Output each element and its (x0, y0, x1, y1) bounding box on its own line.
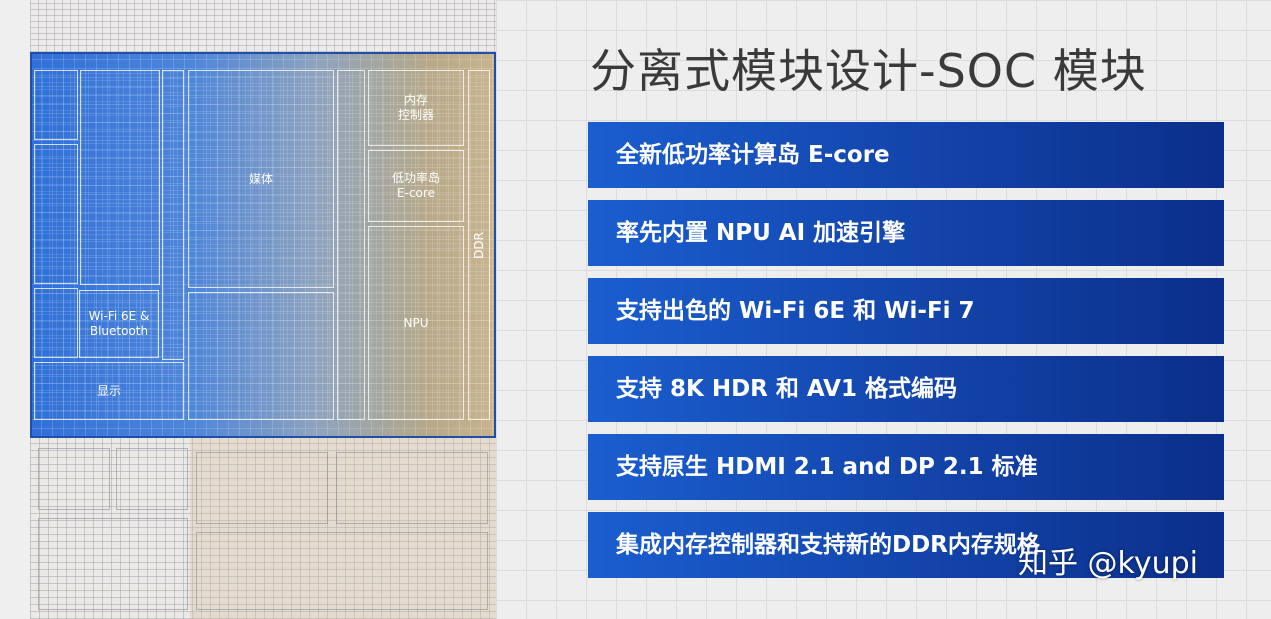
die-block (162, 70, 184, 360)
wifi-label: Wi-Fi 6E & (88, 309, 150, 323)
die-bottom-region (30, 438, 496, 619)
npu-label: NPU (403, 315, 429, 330)
memory-controller-label-1: 内存 (403, 93, 428, 107)
wifi-bluetooth-block: Wi-Fi 6E & Bluetooth (79, 290, 159, 358)
die-block (34, 144, 78, 284)
soc-tile-frame (30, 52, 496, 438)
feature-item-wifi: 支持出色的 Wi-Fi 6E 和 Wi-Fi 7 (588, 278, 1224, 344)
die-block (34, 70, 78, 140)
page-title: 分离式模块设计-SOC 模块 (590, 44, 1147, 98)
die-cell (38, 518, 188, 610)
low-power-island-label: 低功率岛 (391, 171, 440, 185)
soc-tile: Wi-Fi 6E & Bluetooth 显示 媒体 内存 控制器 低功率岛 E… (30, 52, 496, 438)
low-power-island-block: 低功率岛 E-core (368, 150, 464, 222)
die-block (80, 70, 160, 285)
display-block: 显示 (34, 362, 184, 420)
die-top-region (30, 0, 496, 52)
memory-controller-block: 内存 控制器 (368, 70, 464, 146)
die-block (188, 292, 334, 420)
ddr-block: DDR (468, 70, 490, 420)
feature-item-8k-hdr: 支持 8K HDR 和 AV1 格式编码 (588, 356, 1224, 422)
feature-item-npu: 率先内置 NPU AI 加速引擎 (588, 200, 1224, 266)
die-cell (116, 448, 188, 510)
die-block (337, 70, 365, 420)
bluetooth-label: Bluetooth (89, 324, 149, 338)
watermark: 知乎 @kyupi (1018, 546, 1198, 581)
e-core-label: E-core (397, 186, 435, 200)
ddr-label: DDR (471, 231, 486, 259)
die-cell (196, 532, 488, 610)
memory-controller-label-2: 控制器 (397, 108, 434, 122)
npu-block: NPU (368, 226, 464, 420)
die-cell (196, 452, 328, 524)
die-block (34, 288, 78, 358)
feature-item-hdmi-dp: 支持原生 HDMI 2.1 and DP 2.1 标准 (588, 434, 1224, 500)
media-label: 媒体 (248, 171, 273, 186)
feature-item-e-core: 全新低功率计算岛 E-core (588, 122, 1224, 188)
chip-die-shot: Wi-Fi 6E & Bluetooth 显示 媒体 内存 控制器 低功率岛 E… (30, 0, 496, 619)
die-bottom-warm-area (190, 438, 496, 619)
display-label: 显示 (96, 383, 121, 398)
die-cell (336, 452, 488, 524)
die-cell (38, 448, 110, 510)
feature-item-ddr: 集成内存控制器和支持新的DDR内存规格 (588, 512, 1224, 578)
media-block: 媒体 (188, 70, 334, 288)
